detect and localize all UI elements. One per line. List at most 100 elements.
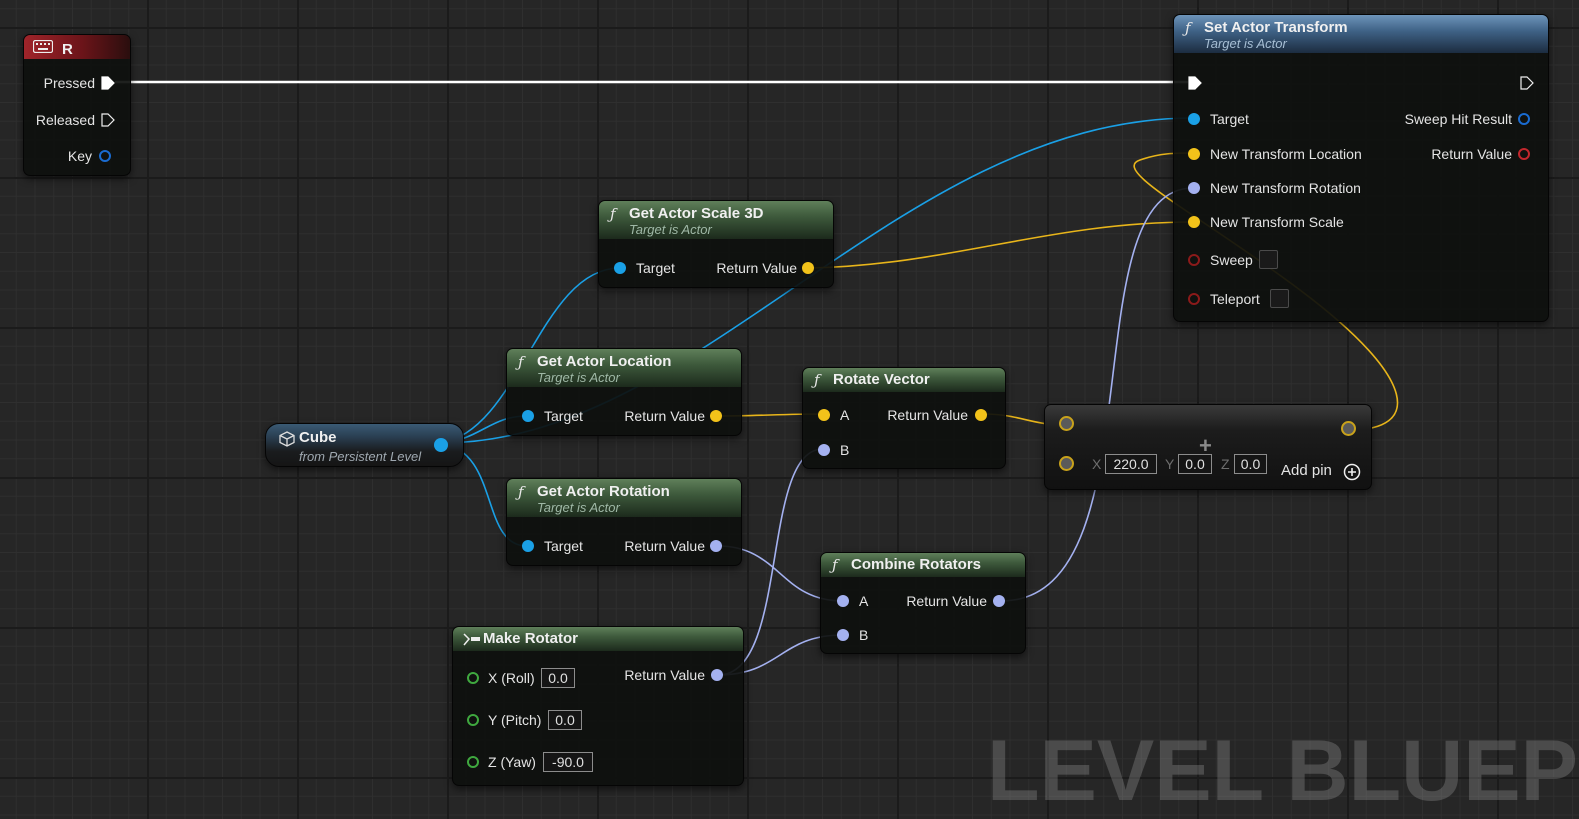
rotator-wire-combine-to-set	[1000, 187, 1194, 602]
cube-reference-node[interactable]: Cube from Persistent Level	[265, 423, 464, 467]
scale-target-pin[interactable]	[614, 262, 626, 274]
combine-a-pin[interactable]	[837, 595, 849, 607]
cube-subtitle: from Persistent Level	[299, 449, 422, 464]
set-actor-transform-node[interactable]: ƒ Set Actor Transform Target is Actor Ta…	[1173, 14, 1549, 322]
get-actor-location-subtitle: Target is Actor	[537, 370, 620, 385]
make-struct-icon	[463, 633, 480, 646]
rotation-return-pin[interactable]	[710, 540, 722, 552]
get-actor-rotation-header: ƒ Get Actor Rotation Target is Actor	[507, 479, 741, 517]
location-target-pin[interactable]	[522, 410, 534, 422]
target-pin[interactable]	[1188, 113, 1200, 125]
rotation-target-label: Target	[544, 538, 583, 554]
y-pitch-label: Y (Pitch)	[488, 712, 542, 728]
sweep-checkbox[interactable]	[1259, 250, 1278, 269]
rotate-return-label: Return Value	[887, 407, 968, 423]
key-event-node[interactable]: R Pressed Released Key	[23, 34, 131, 176]
x-value-field[interactable]: 220.0	[1105, 454, 1157, 474]
key-event-header: R	[24, 35, 130, 59]
new-location-label: New Transform Location	[1210, 146, 1362, 162]
x-roll-pin[interactable]	[467, 672, 479, 684]
make-rotator-node[interactable]: Make Rotator X (Roll) 0.0 Y (Pitch) 0.0 …	[452, 626, 744, 786]
y-pitch-field[interactable]: 0.0	[548, 710, 582, 730]
y-value-field[interactable]: 0.0	[1178, 454, 1212, 474]
combine-b-pin[interactable]	[837, 629, 849, 641]
rotate-b-pin[interactable]	[818, 444, 830, 456]
combine-rotators-header: ƒ Combine Rotators	[821, 553, 1025, 577]
y-pitch-pin[interactable]	[467, 714, 479, 726]
rotate-return-pin[interactable]	[975, 409, 987, 421]
add-pin-icon[interactable]	[1343, 463, 1361, 481]
get-actor-scale-title: Get Actor Scale 3D	[629, 205, 764, 222]
released-label: Released	[35, 112, 95, 128]
teleport-pin[interactable]	[1188, 293, 1200, 305]
rotate-vector-title: Rotate Vector	[833, 371, 930, 388]
new-scale-pin[interactable]	[1188, 216, 1200, 228]
exec-out-pin[interactable]	[1520, 76, 1534, 90]
teleport-checkbox[interactable]	[1270, 289, 1289, 308]
set-actor-transform-subtitle: Target is Actor	[1204, 36, 1287, 51]
rotate-a-pin[interactable]	[818, 409, 830, 421]
add-pin-label[interactable]: Add pin	[1281, 462, 1332, 479]
sweep-label: Sweep	[1210, 252, 1253, 268]
function-icon: ƒ	[610, 205, 616, 223]
pressed-exec-pin[interactable]	[101, 76, 115, 90]
key-label: Key	[67, 148, 92, 164]
x-roll-label: X (Roll)	[488, 670, 535, 686]
key-pin[interactable]	[99, 150, 111, 162]
scale-target-label: Target	[636, 260, 675, 276]
pressed-label: Pressed	[43, 75, 95, 91]
get-actor-rotation-title: Get Actor Rotation	[537, 483, 670, 500]
cube-output-pin[interactable]	[434, 438, 448, 452]
released-exec-pin[interactable]	[101, 113, 115, 127]
new-location-pin[interactable]	[1188, 148, 1200, 160]
combine-return-label: Return Value	[906, 593, 987, 609]
get-actor-scale-node[interactable]: ƒ Get Actor Scale 3D Target is Actor Tar…	[598, 200, 834, 288]
z-yaw-pin[interactable]	[467, 756, 479, 768]
function-icon: ƒ	[518, 483, 524, 501]
x-axis-label: X	[1092, 456, 1102, 472]
new-scale-label: New Transform Scale	[1210, 214, 1344, 230]
rotate-vector-node[interactable]: ƒ Rotate Vector A B Return Value	[802, 367, 1006, 469]
add-input-b-pin[interactable]	[1059, 456, 1074, 471]
make-rotator-return-pin[interactable]	[711, 669, 723, 681]
teleport-label: Teleport	[1210, 291, 1260, 307]
location-return-pin[interactable]	[710, 410, 722, 422]
scale-return-pin[interactable]	[802, 262, 814, 274]
add-vector-node[interactable]: X 220.0 Y 0.0 Z 0.0 + Add pin	[1044, 404, 1372, 490]
rotate-b-label: B	[840, 442, 850, 458]
z-value-field[interactable]: 0.0	[1234, 454, 1267, 474]
level-blueprint-watermark: LEVEL BLUEPRINT	[987, 723, 1579, 819]
rotation-return-label: Return Value	[624, 538, 705, 554]
sweep-hit-result-pin[interactable]	[1518, 113, 1530, 125]
make-rotator-title: Make Rotator	[483, 630, 579, 647]
get-actor-scale-header: ƒ Get Actor Scale 3D Target is Actor	[599, 201, 833, 239]
exec-in-pin[interactable]	[1188, 76, 1202, 90]
combine-return-pin[interactable]	[993, 595, 1005, 607]
cube-title: Cube	[299, 429, 337, 446]
location-return-label: Return Value	[624, 408, 705, 424]
x-roll-field[interactable]: 0.0	[541, 668, 575, 688]
get-actor-scale-subtitle: Target is Actor	[629, 222, 712, 237]
function-icon: ƒ	[518, 353, 524, 371]
get-actor-location-title: Get Actor Location	[537, 353, 672, 370]
key-event-title: R	[62, 41, 73, 58]
sweep-pin[interactable]	[1188, 254, 1200, 266]
return-value-pin[interactable]	[1518, 148, 1530, 160]
z-yaw-field[interactable]: -90.0	[543, 752, 593, 772]
get-actor-rotation-subtitle: Target is Actor	[537, 500, 620, 515]
get-actor-location-node[interactable]: ƒ Get Actor Location Target is Actor Tar…	[506, 348, 742, 436]
get-actor-rotation-node[interactable]: ƒ Get Actor Rotation Target is Actor Tar…	[506, 478, 742, 566]
combine-a-label: A	[859, 593, 869, 609]
return-value-label: Return Value	[1431, 146, 1512, 162]
z-axis-label: Z	[1221, 456, 1230, 472]
target-label: Target	[1210, 111, 1249, 127]
combine-rotators-node[interactable]: ƒ Combine Rotators A B Return Value	[820, 552, 1026, 654]
add-output-pin[interactable]	[1341, 421, 1356, 436]
cube-icon	[279, 431, 295, 447]
add-input-a-pin[interactable]	[1059, 416, 1074, 431]
function-icon: ƒ	[832, 556, 838, 574]
rotation-target-pin[interactable]	[522, 540, 534, 552]
rotate-a-label: A	[840, 407, 850, 423]
new-rotation-pin[interactable]	[1188, 182, 1200, 194]
set-actor-transform-header: ƒ Set Actor Transform Target is Actor	[1174, 15, 1548, 53]
